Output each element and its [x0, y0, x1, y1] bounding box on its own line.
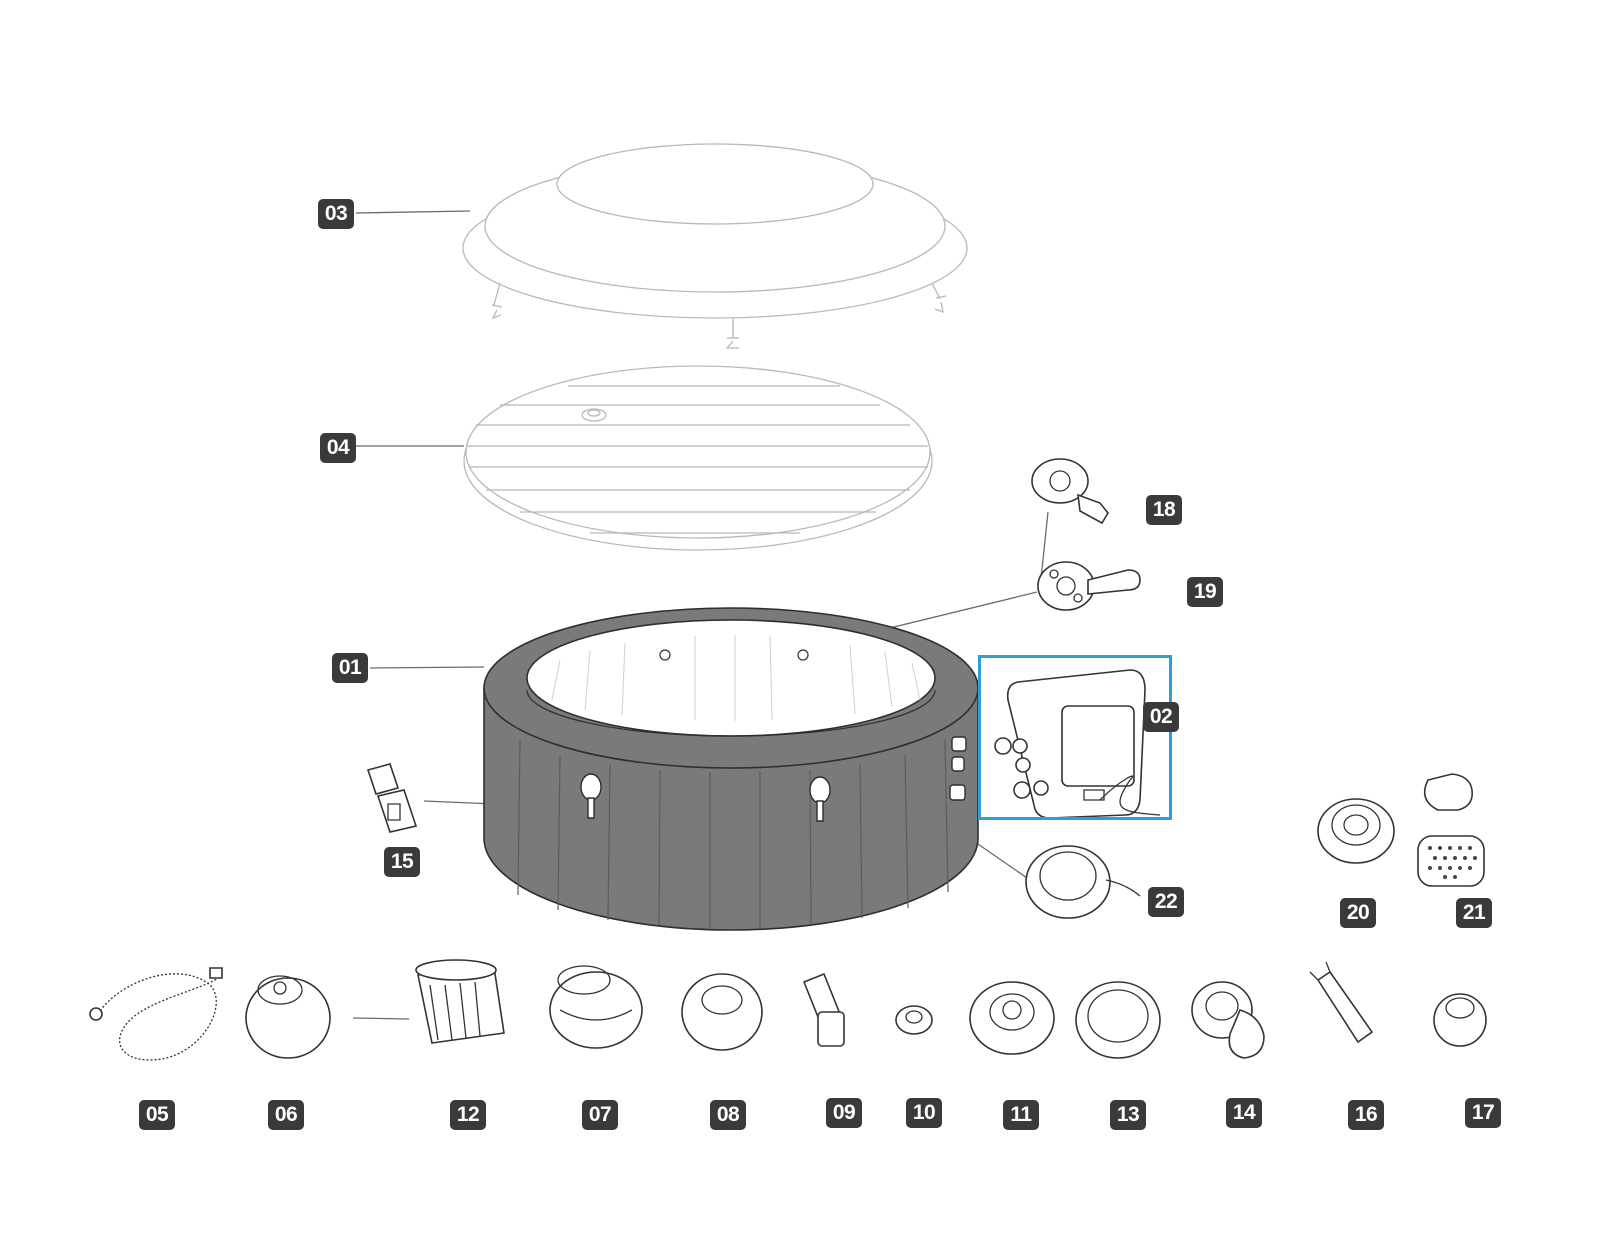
- buckle-illustration: [368, 764, 416, 832]
- part-label-19[interactable]: 19: [1187, 577, 1223, 607]
- part-label-17[interactable]: 17: [1465, 1098, 1501, 1128]
- part-label-16[interactable]: 16: [1348, 1100, 1384, 1130]
- part-label-03[interactable]: 03: [318, 199, 354, 229]
- part-label-11[interactable]: 11: [1003, 1100, 1039, 1130]
- spa-body-illustration: [484, 608, 978, 930]
- part-label-10[interactable]: 10: [906, 1098, 942, 1128]
- part-label-08[interactable]: 08: [710, 1100, 746, 1130]
- part-label-12[interactable]: 12: [450, 1100, 486, 1130]
- part-label-09[interactable]: 09: [826, 1098, 862, 1128]
- bottom-row-parts: [90, 960, 1486, 1060]
- inflatable-lid-illustration: [464, 366, 932, 550]
- part-label-22[interactable]: 22: [1148, 887, 1184, 917]
- spa-cover-illustration: [463, 144, 967, 348]
- part-label-05[interactable]: 05: [139, 1100, 175, 1130]
- small-parts-right: [1318, 774, 1484, 886]
- part-label-02[interactable]: 02: [1143, 702, 1179, 732]
- jets-illustration: [1032, 459, 1140, 610]
- part-label-04[interactable]: 04: [320, 433, 356, 463]
- part-label-18[interactable]: 18: [1146, 495, 1182, 525]
- part-label-15[interactable]: 15: [384, 847, 420, 877]
- part-label-13[interactable]: 13: [1110, 1100, 1146, 1130]
- selected-part-highlight: [978, 655, 1172, 820]
- part-label-20[interactable]: 20: [1340, 898, 1376, 928]
- part-label-06[interactable]: 06: [268, 1100, 304, 1130]
- connector-cap-illustration: [1026, 846, 1140, 918]
- part-label-14[interactable]: 14: [1226, 1098, 1262, 1128]
- part-label-07[interactable]: 07: [582, 1100, 618, 1130]
- pump-unit-illustration: [995, 670, 1160, 818]
- part-label-21[interactable]: 21: [1456, 898, 1492, 928]
- part-label-01[interactable]: 01: [332, 653, 368, 683]
